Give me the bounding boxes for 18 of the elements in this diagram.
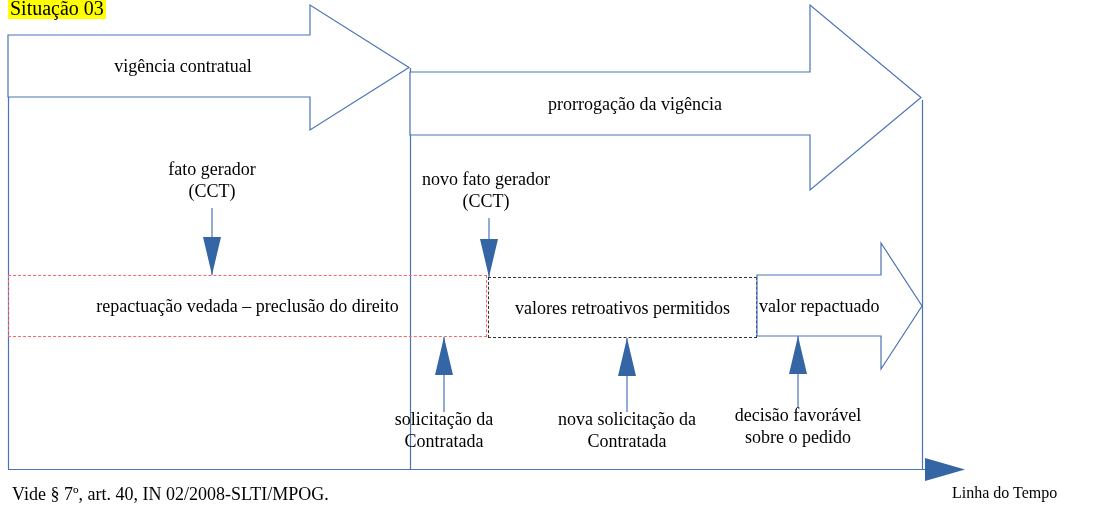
event-label: decisão favorável sobre o pedido	[718, 404, 878, 452]
event-label: novo fato gerador (CCT)	[401, 168, 571, 216]
arrow	[480, 217, 498, 278]
dashed-box	[8, 275, 487, 337]
reference-note: Vide § 7º, art. 40, IN 02/2008-SLTI/MPOG.	[12, 484, 329, 505]
axis-label: Linha do Tempo	[952, 484, 1058, 502]
period-label: repactuação vedada – preclusão do direito	[96, 295, 399, 318]
arrow-label: valor repactuado	[759, 294, 881, 318]
arrow	[789, 335, 807, 409]
period-label: valores retroativos permitidos	[515, 296, 730, 320]
arrow	[618, 337, 636, 413]
event-label: fato gerador (CCT)	[152, 158, 272, 206]
arrow-label: prorrogação da vigência	[547, 92, 723, 116]
event-label: nova solicitação da Contratada	[537, 408, 717, 456]
title: Situação 03	[8, 0, 106, 19]
arrow	[203, 207, 221, 276]
arrow-label: vigência contratual	[113, 55, 253, 78]
arrow	[435, 336, 453, 413]
